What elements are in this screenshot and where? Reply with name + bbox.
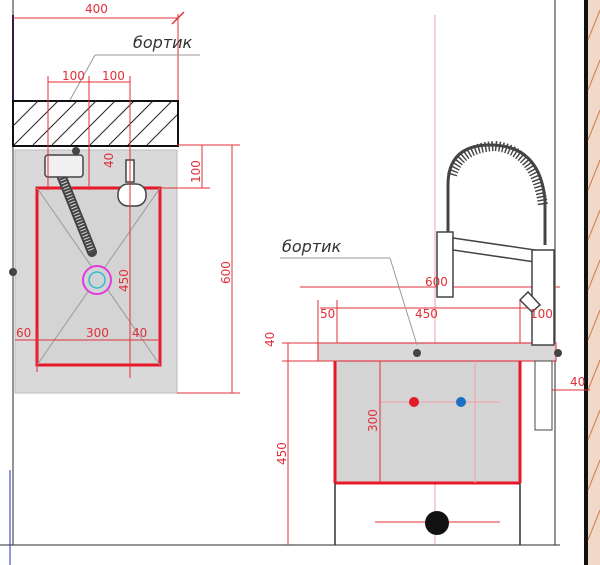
top-view-wall bbox=[12, 100, 179, 147]
faucet-front-lever bbox=[518, 290, 542, 314]
dim-text-depth-total: 600 bbox=[219, 261, 233, 284]
front-leader-2 bbox=[389, 257, 418, 346]
label-rim-top: бортик bbox=[133, 33, 193, 52]
wall-point-left bbox=[9, 268, 17, 276]
dim-text-front-right: 100 bbox=[530, 307, 553, 321]
front-bowl bbox=[334, 360, 521, 484]
dim-text-front-cabinet: 450 bbox=[275, 442, 289, 465]
dim-text-front-top: 450 bbox=[415, 307, 438, 321]
dim-text-hole-left: 100 bbox=[62, 69, 85, 83]
dim-text-bowl-width: 300 bbox=[86, 326, 109, 340]
dim-text-front-rim: 40 bbox=[263, 332, 277, 347]
dim-text-front-left: 50 bbox=[320, 307, 335, 321]
drain-inner bbox=[88, 271, 106, 289]
faucet-front-spout bbox=[436, 231, 454, 298]
dim-text-left-margin: 60 bbox=[16, 326, 31, 340]
top-view-drain bbox=[82, 265, 112, 295]
front-countertop bbox=[317, 342, 557, 362]
wall-hatch bbox=[586, 0, 600, 565]
dim-text-front-total: 600 bbox=[425, 275, 448, 289]
dim-text-width: 400 bbox=[85, 2, 108, 16]
faucet-front-arc bbox=[446, 143, 547, 290]
label-rim-front: бортик bbox=[282, 237, 342, 256]
faucet-front-body bbox=[531, 249, 555, 346]
dim-text-hole-right: 100 bbox=[102, 69, 125, 83]
hot-water-point bbox=[409, 397, 419, 407]
wall-hatch-lines bbox=[587, 9, 600, 541]
top-view-wall-hatch bbox=[13, 100, 178, 146]
faucet-front-shank bbox=[534, 360, 553, 431]
faucet-front-arm bbox=[452, 237, 536, 263]
dim-text-bowl-depth: 450 bbox=[117, 269, 131, 292]
front-wall-point bbox=[554, 349, 562, 357]
front-drain-pipe bbox=[425, 511, 449, 535]
dim-text-right-margin: 40 bbox=[132, 326, 147, 340]
front-rim-point bbox=[413, 349, 421, 357]
dim-text-front-side: 40 bbox=[570, 375, 585, 389]
dim-text-faucet-offset: 40 bbox=[102, 153, 116, 168]
faucet-front-coils bbox=[447, 140, 548, 206]
rim-leader-1 bbox=[69, 54, 96, 101]
dim-text-back-gap: 100 bbox=[189, 160, 203, 183]
faucet-point bbox=[72, 147, 80, 155]
cold-water-point bbox=[456, 397, 466, 407]
dim-tick bbox=[171, 11, 185, 25]
faucet-base bbox=[44, 154, 84, 178]
dim-text-front-bowl-height: 300 bbox=[366, 409, 380, 432]
dispenser-body bbox=[117, 183, 147, 207]
